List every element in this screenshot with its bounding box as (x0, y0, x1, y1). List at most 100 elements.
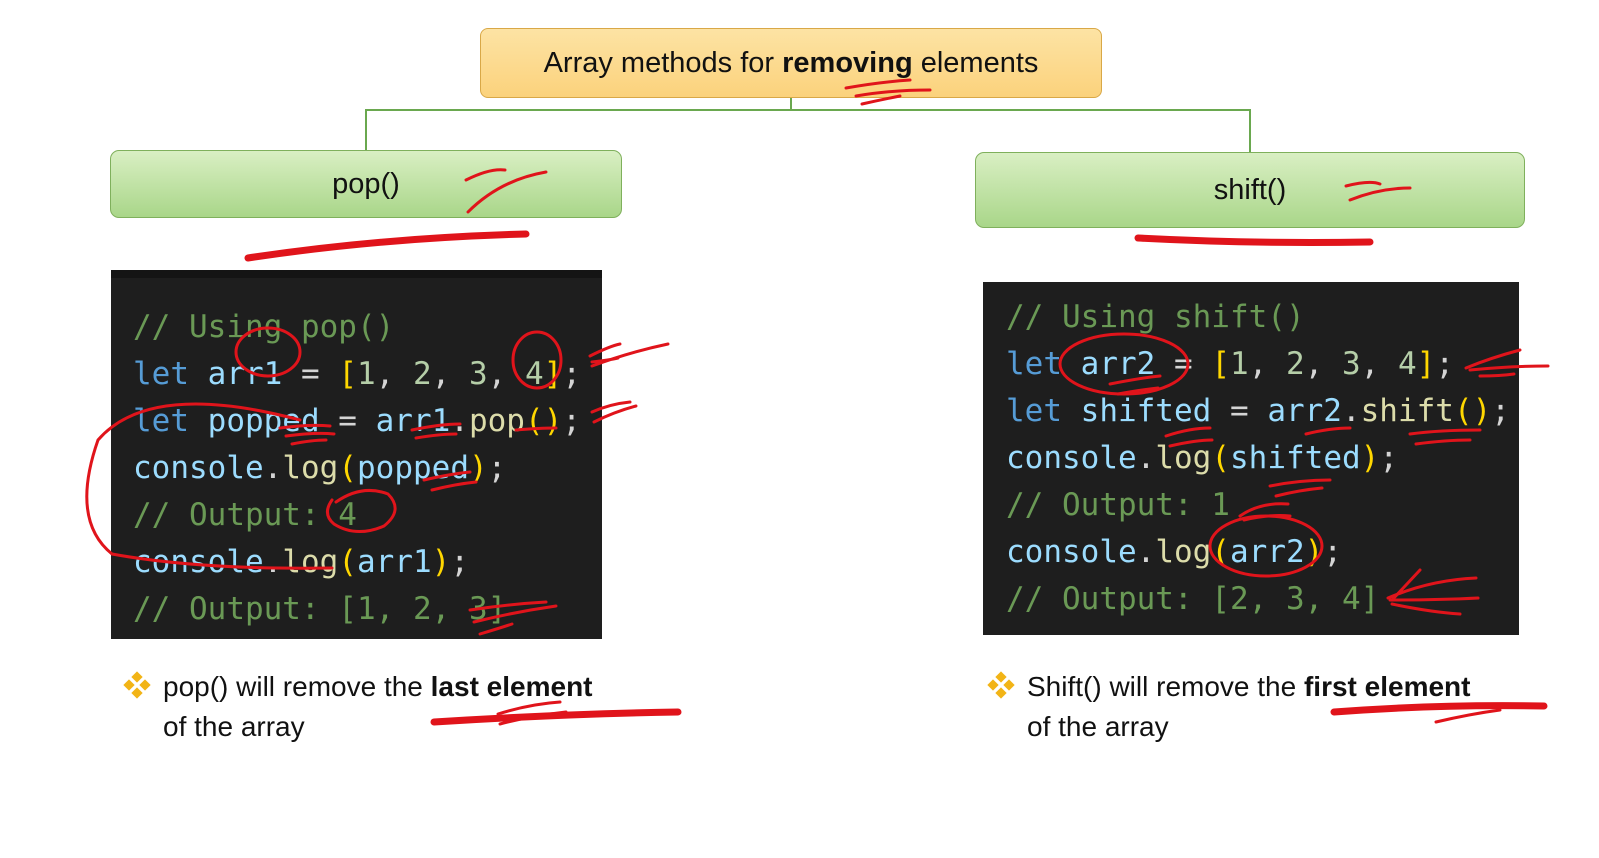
code-token: // Output: 4 (133, 497, 357, 533)
root-title-bold: removing (782, 46, 913, 79)
connector-pop-down (365, 109, 367, 151)
code-token: console (133, 450, 264, 486)
code-token: log (282, 544, 339, 580)
code-token: = (1155, 346, 1212, 382)
code-token: console (133, 544, 264, 580)
code-token: = (319, 403, 376, 439)
code-token: shift (1360, 393, 1454, 429)
code-token: console (1006, 440, 1137, 476)
code-token: log (1155, 534, 1212, 570)
code-line: console.log(shifted); (1006, 435, 1519, 482)
code-token: log (1155, 440, 1212, 476)
code-token: () (1453, 393, 1492, 429)
code-token: shifted (1080, 393, 1212, 429)
pop-desc-bold: last element (430, 671, 593, 702)
code-token: ) (1304, 534, 1324, 570)
code-line: let shifted = arr2.shift(); (1006, 388, 1519, 435)
connector-horizontal (366, 109, 1250, 111)
code-token: 1 (356, 356, 376, 392)
code-token: [ (1211, 346, 1230, 382)
code-token: 4 (1397, 346, 1417, 382)
code-token: 1 (1229, 346, 1249, 382)
code-token: // Output: [2, 3, 4] (1006, 581, 1380, 617)
code-token: . (1341, 393, 1361, 429)
code-token: 4 (524, 356, 544, 392)
shift-node: shift() (975, 152, 1525, 228)
root-title-prefix: Array methods for (543, 46, 783, 79)
diamond-bullet-icon (987, 671, 1015, 699)
code-token: arr1 (357, 544, 432, 580)
code-line: // Output: [2, 3, 4] (1006, 576, 1519, 623)
code-token: ) (1360, 440, 1380, 476)
code-line: let arr1 = [1, 2, 3, 4]; (133, 351, 602, 398)
code-token: ( (338, 544, 357, 580)
code-token: , (431, 356, 469, 392)
pop-node: pop() (110, 150, 622, 218)
code-token: log (282, 450, 339, 486)
code-token: , (487, 356, 525, 392)
code-token: ; (1323, 534, 1342, 570)
code-token: [ (338, 356, 357, 392)
root-node: Array methods for removing elements (480, 28, 1102, 98)
code-token: // Using shift() (1006, 299, 1305, 335)
code-token: . (1136, 534, 1156, 570)
code-token: let (1006, 393, 1081, 429)
shift-code-block: // Using shift() let arr2 = [1, 2, 3, 4];… (983, 282, 1519, 635)
code-line: console.log(arr1); (133, 539, 602, 586)
shift-desc-prefix: Shift() will remove the (1027, 671, 1304, 702)
code-token: ; (450, 544, 469, 580)
code-line: let popped = arr1.pop(); (133, 398, 602, 445)
shift-desc-suffix: of the array (1027, 711, 1169, 742)
pop-desc-suffix: of the array (163, 711, 305, 742)
code-token: // Output: [1, 2, 3] (133, 591, 507, 627)
diamond-bullet-icon (123, 671, 151, 699)
code-line: // Using shift() (1006, 294, 1519, 341)
code-token: () (524, 403, 563, 439)
code-token: popped (207, 403, 320, 439)
code-token: ; (1435, 346, 1454, 382)
code-token: . (263, 450, 283, 486)
code-token: ] (1416, 346, 1436, 382)
code-token: . (450, 403, 469, 439)
code-token: ; (487, 450, 507, 486)
code-token: ] (543, 356, 563, 392)
code-token: let (133, 356, 208, 392)
code-token: ; (562, 356, 581, 392)
pop-code-block: // Using pop()let arr1 = [1, 2, 3, 4];le… (111, 270, 602, 639)
code-token: pop (468, 403, 525, 439)
code-token: ) (468, 450, 488, 486)
code-line: // Output: [1, 2, 3] (133, 586, 602, 633)
pop-node-label: pop() (332, 167, 400, 200)
code-token: arr1 (207, 356, 283, 392)
code-token: console (1006, 534, 1137, 570)
code-token: = (1211, 393, 1268, 429)
code-token: ( (1211, 534, 1230, 570)
code-token: arr2 (1080, 346, 1156, 382)
code-token: arr2 (1230, 534, 1305, 570)
code-token: 2 (1285, 346, 1305, 382)
code-token: arr2 (1267, 393, 1342, 429)
code-token: . (263, 544, 283, 580)
code-token: , (1304, 346, 1342, 382)
code-token: ; (562, 403, 581, 439)
code-token: ; (1379, 440, 1398, 476)
code-token: // Using pop() (133, 309, 395, 345)
code-line: // Output: 4 (133, 492, 602, 539)
code-token: = (282, 356, 339, 392)
code-token: let (1006, 346, 1081, 382)
code-token: arr1 (375, 403, 451, 439)
shift-node-label: shift() (1213, 173, 1287, 206)
code-token: ( (1211, 440, 1230, 476)
code-line: // Using pop() (133, 304, 602, 351)
code-token: 2 (412, 356, 432, 392)
code-line: // Output: 1 (1006, 482, 1519, 529)
code-token: . (1136, 440, 1156, 476)
code-line: let arr2 = [1, 2, 3, 4]; (1006, 341, 1519, 388)
code-line: console.log(popped); (133, 445, 602, 492)
code-token: ( (338, 450, 357, 486)
code-token: let (133, 403, 208, 439)
